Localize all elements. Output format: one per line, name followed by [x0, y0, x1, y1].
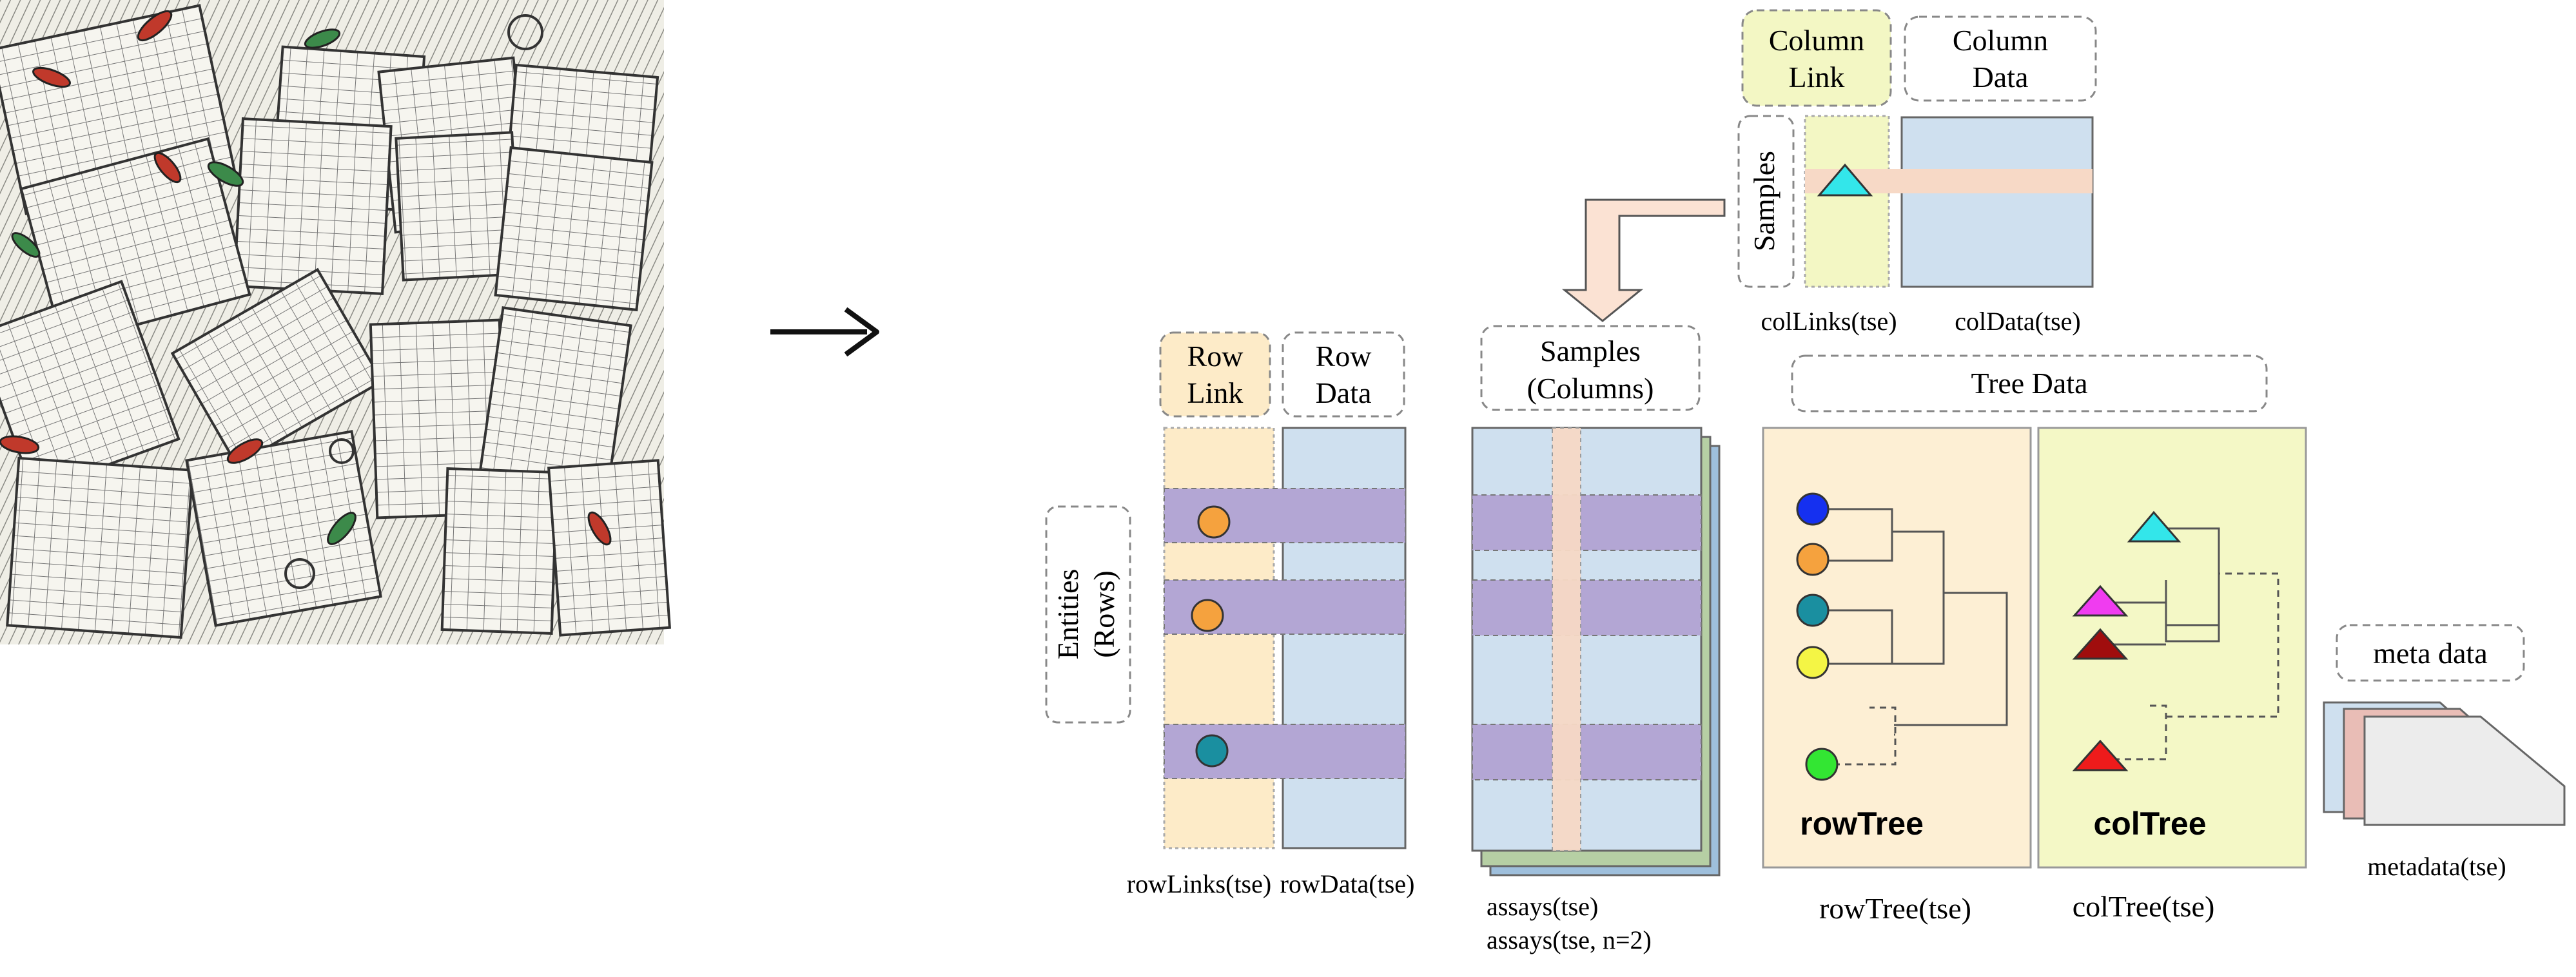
magenta-triangle-icon [2072, 585, 2129, 617]
assays-caption-2: assays(tse, n=2) [1487, 925, 1652, 954]
metadata-label: meta data [2373, 637, 2488, 670]
yellow-node-icon [1796, 646, 1830, 679]
entities-label-line2: (Rows) [1088, 570, 1120, 657]
entities-label-box [1045, 505, 1131, 724]
column-data-label-line1: Column [1953, 24, 2048, 57]
samples-columns-label-line1: Samples [1540, 334, 1641, 367]
column-data-label-box [1904, 15, 2097, 102]
col-tree-box [2037, 427, 2307, 869]
assay-column-highlight [1552, 427, 1581, 851]
col-data-caption: colData(tse) [1955, 307, 2080, 336]
orange-node-icon [1796, 543, 1830, 576]
column-link-label-line1: Column [1769, 24, 1864, 57]
green-node-icon [1805, 748, 1839, 781]
samples-columns-label-box [1480, 325, 1701, 411]
row-data-label-line2: Data [1316, 376, 1372, 409]
darkred-triangle-icon [2072, 628, 2129, 660]
samples-label: Samples [1748, 151, 1781, 251]
entities-label-line1: Entities [1051, 569, 1084, 660]
metadata-caption: metadata(tse) [2367, 852, 2506, 881]
col-data-block [1900, 116, 2094, 288]
col-links-caption: colLinks(tse) [1761, 307, 1897, 336]
row-panel: Row Link Row Data Entities (Rows) rowLin… [1045, 331, 1415, 898]
tree-data-label: Tree Data [1971, 367, 2088, 400]
row-data-caption: rowData(tse) [1280, 869, 1415, 898]
assays-panel: Samples (Columns) assays(tse) assays(tse… [1471, 325, 1721, 954]
samples-label-box [1737, 115, 1795, 288]
metadata-panel: meta data metadata(tse) [2323, 624, 2566, 881]
row-link-label-box [1159, 331, 1271, 418]
tree-panel: Tree Data rowTree rowTree(tse) colTree c… [1762, 354, 2307, 925]
row-data-label-box [1282, 331, 1405, 418]
teal-node-icon [1195, 734, 1229, 768]
assays-caption-1: assays(tse) [1487, 892, 1598, 921]
cyan-triangle-icon [2127, 510, 2181, 543]
row-link-label-line1: Row [1187, 340, 1244, 372]
scattered-sheets-illustration [0, 0, 671, 644]
column-panel: Column Link Column Data Samples colLinks… [1737, 9, 2097, 336]
samples-columns-label-line2: (Columns) [1527, 372, 1654, 405]
column-link-label-line2: Link [1789, 61, 1845, 93]
col-tree-caption: colTree(tse) [2073, 890, 2215, 923]
col-tree-label: colTree [2093, 806, 2206, 842]
page-stack-icon [2323, 701, 2566, 826]
row-tree-box [1762, 427, 2032, 869]
col-tree-branches [2102, 527, 2279, 760]
tree-data-label-box [1791, 354, 2268, 412]
orange-node-icon [1197, 505, 1231, 539]
cyan-triangle-icon [1817, 163, 1873, 197]
orange-node-icon [1191, 599, 1224, 632]
row-link-label-line2: Link [1187, 376, 1244, 409]
row-tree-branches [1813, 508, 2008, 766]
assay-layer-1 [1471, 427, 1703, 852]
assay-row-highlight-1 [1472, 494, 1702, 551]
col-links-block [1804, 115, 1890, 288]
elbow-arrow-icon [1561, 198, 1726, 322]
column-link-label-box [1741, 9, 1892, 107]
red-triangle-icon [2072, 739, 2129, 771]
column-data-label-line2: Data [1973, 61, 2029, 93]
row-links-caption: rowLinks(tse) [1127, 869, 1271, 898]
teal-node-icon [1796, 594, 1830, 627]
blue-node-icon [1796, 492, 1830, 526]
assay-row-highlight-3 [1472, 724, 1702, 780]
assay-row-highlight-2 [1472, 579, 1702, 636]
metadata-label-box [2336, 624, 2525, 682]
right-arrow-icon [770, 307, 879, 357]
row-tree-label: rowTree [1800, 806, 1924, 842]
row-data-label-line1: Row [1316, 340, 1372, 372]
row-tree-caption: rowTree(tse) [1819, 892, 1971, 925]
